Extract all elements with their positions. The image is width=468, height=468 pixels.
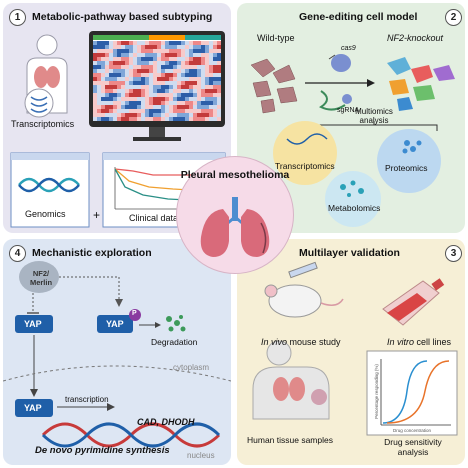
dna-small-icon <box>286 133 328 145</box>
graph-x-axis-label: Drug concentration <box>393 428 432 433</box>
multiomics-label: Multiomics analysis <box>355 107 393 125</box>
yap-nuclear-label: YAP <box>24 403 42 413</box>
drug-sensitivity-label: Drug sensitivity analysis <box>384 437 442 457</box>
panel-title: Mechanistic exploration <box>32 247 152 259</box>
phospho-icon <box>129 309 141 321</box>
center-title: Pleural mesothelioma <box>180 169 290 181</box>
panel-title: Gene-editing cell model <box>299 11 418 23</box>
monitor-heatmap-icon <box>89 31 225 141</box>
sgrna-label: sgRNA <box>337 107 360 114</box>
genomics-box <box>10 152 90 228</box>
plus-sign: + <box>93 208 101 222</box>
wild-type-cells-icon <box>250 58 298 114</box>
clinical-data-label: Clinical data <box>129 213 179 223</box>
protein-icon <box>402 140 422 154</box>
panel2-illustration <box>250 54 455 227</box>
sgrna-icon <box>319 90 352 111</box>
degradation-label: Degradation <box>151 337 198 347</box>
metabolomics-label: Metabolomics <box>328 203 381 213</box>
panel-number: 4 <box>9 245 26 262</box>
cas9-icon <box>328 54 351 72</box>
drug-sensitivity-graph <box>366 350 458 436</box>
transcriptomics-circle <box>273 121 337 185</box>
graph-y-axis-label: Percentage responding (%) <box>373 364 379 419</box>
genomics-label: Genomics <box>25 209 66 219</box>
yap-phospho-box <box>97 315 133 333</box>
proteomics-circle <box>377 129 441 193</box>
panel-number: 1 <box>9 9 26 26</box>
nf2-knockout-label: NF2-knockout <box>387 33 444 43</box>
phospho-label: P <box>132 310 137 317</box>
knockout-cells-icon <box>387 57 455 111</box>
yap-nuclear-box <box>15 399 53 417</box>
lungs-icon <box>200 197 270 257</box>
metabolomics-circle <box>325 171 381 227</box>
center-mesothelioma-circle: Pleural mesothelioma <box>176 156 294 274</box>
nucleus-label: nucleus <box>187 451 215 460</box>
genes-label: CAD, DHODH <box>137 417 195 427</box>
panel-title: Multilayer validation <box>299 247 400 259</box>
transcriptomics-icon <box>24 88 54 118</box>
transcription-label: transcription <box>65 395 109 404</box>
cytoplasm-label: cytoplasm <box>173 363 210 372</box>
proteomics-label: Proteomics <box>385 163 428 173</box>
yap-phospho-label: YAP <box>106 319 124 329</box>
nf2-merlin-icon <box>19 261 59 293</box>
panel-gene-editing: 2 Gene-editing cell model <box>237 3 465 233</box>
nf2-merlin-label: NF2/ Merlin <box>29 269 53 287</box>
mouse-icon <box>264 261 344 318</box>
cell-culture-flask-icon <box>382 278 445 326</box>
dna-helix-icon <box>41 422 221 448</box>
panel-multilayer-validation: 3 Multilayer validation <box>237 239 465 465</box>
panel4-illustration <box>3 261 231 448</box>
human-tissue-label: Human tissue samples <box>247 435 333 445</box>
human-tissue-icon <box>252 340 330 420</box>
degradation-icon <box>166 315 186 332</box>
wild-type-label: Wild-type <box>257 33 295 43</box>
transcriptomics-label: Transcriptomics <box>275 161 335 171</box>
cas9-label: cas9 <box>341 45 356 52</box>
in-vivo-label: In vivo mouse study <box>261 337 341 347</box>
metabolite-icon <box>340 180 364 197</box>
panel-mechanistic-exploration: 4 Mechanistic exploration N <box>3 239 231 465</box>
panel3-illustration <box>252 261 458 436</box>
yap-label: YAP <box>24 319 42 329</box>
panel-title: Metabolic-pathway based subtyping <box>32 11 213 23</box>
panel-number: 2 <box>445 9 462 26</box>
transcriptomics-label: Transcriptomics <box>11 119 75 129</box>
in-vitro-label: In vitro cell lines <box>387 337 452 347</box>
pyrimidine-synthesis-label: De novo pyrimidine synthesis <box>35 445 170 456</box>
nucleus-membrane <box>3 365 231 382</box>
panel-number: 3 <box>445 245 462 262</box>
yap-box <box>15 315 53 333</box>
